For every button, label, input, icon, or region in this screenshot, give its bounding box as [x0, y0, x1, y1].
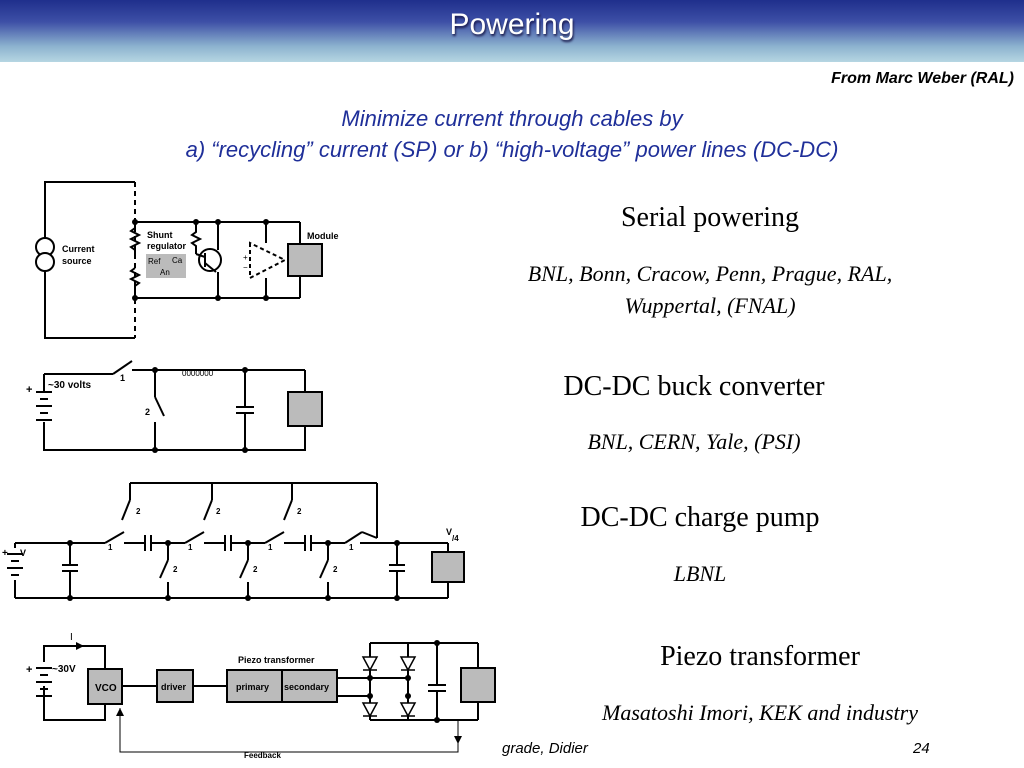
charge-pump-groups: LBNL	[673, 561, 727, 586]
serial-powering-diagram	[35, 181, 301, 339]
credit-text: From Marc Weber (RAL)	[831, 70, 1014, 87]
primary-label: primary	[236, 682, 269, 692]
buck-plus-label: +	[26, 384, 32, 396]
piezo-transformer-components: + ~30V I VCO driver Piezo transformer pr…	[26, 632, 496, 760]
footer-text: grade, Didier	[502, 740, 588, 757]
svg-text:1: 1	[188, 543, 193, 552]
driver-label: driver	[161, 682, 187, 692]
secondary-block	[281, 669, 338, 703]
secondary-label: secondary	[284, 682, 329, 692]
feedback-label: Feedback	[244, 751, 281, 760]
svg-text:1: 1	[268, 543, 273, 552]
ca-label: Ca	[172, 256, 183, 265]
vco-block	[87, 668, 123, 705]
inductor-symbol: 0000000	[182, 369, 214, 378]
piezo-plus-label: +	[26, 664, 32, 676]
buck-converter-title: DC-DC buck converter	[563, 371, 825, 402]
vco-label: VCO	[95, 683, 117, 694]
charge-pump-diagram	[7, 482, 449, 599]
page-number: 24	[913, 740, 930, 757]
svg-text:2: 2	[173, 565, 178, 574]
svg-text:1: 1	[349, 543, 354, 552]
piezo-module-block	[460, 667, 496, 703]
piezo-transformer-groups: Masatoshi Imori, KEK and industry	[602, 700, 918, 725]
serial-powering-title: Serial powering	[620, 202, 800, 233]
serial-powering-components: Current source Shunt regulator Ref Ca An…	[62, 219, 339, 301]
pump-vout-sub-label: /4	[452, 534, 459, 543]
svg-text:2: 2	[297, 507, 302, 516]
ref-label: Ref	[148, 257, 161, 266]
serial-powering-groups-line-2: Wuppertal, (FNAL)	[624, 293, 796, 318]
pump-vin-label: V	[20, 548, 26, 558]
current-label: I	[70, 632, 73, 643]
buck-converter-groups: BNL, CERN, Yale, (PSI)	[587, 429, 801, 454]
piezo-transformer-diagram	[36, 642, 479, 753]
svg-text:+: +	[243, 253, 248, 262]
shunt-label: Shunt	[147, 230, 173, 240]
charge-pump-title: DC-DC charge pump	[580, 502, 820, 533]
title-bar	[0, 0, 1024, 62]
current-source-label: Current	[62, 244, 95, 254]
slide-title: Powering	[449, 8, 575, 41]
svg-text:2: 2	[136, 507, 141, 516]
subtitle-line-1: Minimize current through cables by	[341, 106, 683, 131]
svg-text:2: 2	[216, 507, 221, 516]
piezo-voltage-label: ~30V	[52, 664, 76, 675]
an-label: An	[160, 268, 170, 277]
charge-pump-components: + V V /4 2 2 2 1 1 1 1 2 2 2	[2, 507, 465, 601]
svg-text:1: 1	[108, 543, 113, 552]
current-source-label-2: source	[62, 256, 92, 266]
driver-block	[156, 669, 194, 703]
svg-text:2: 2	[253, 565, 258, 574]
buck-switch-1-label: 1	[120, 373, 125, 383]
buck-converter-diagram	[36, 360, 306, 451]
pump-vout-label: V	[446, 527, 452, 537]
subtitle-line-2: a) “recycling” current (SP) or b) “high-…	[185, 137, 839, 162]
serial-powering-groups-line-1: BNL, Bonn, Cracow, Penn, Prague, RAL,	[527, 261, 893, 286]
piezo-transformer-label: Piezo transformer	[238, 655, 315, 665]
buck-converter-components: + ~30 volts 1 2 0000000	[26, 367, 323, 453]
buck-switch-2-label: 2	[145, 407, 150, 417]
piezo-transformer-title: Piezo transformer	[660, 641, 860, 672]
shunt-label-2: regulator	[147, 241, 187, 251]
svg-text:−: −	[243, 263, 248, 272]
buck-voltage-label: ~30 volts	[48, 380, 92, 391]
module-label: Module	[307, 231, 339, 241]
pump-plus-label: +	[2, 548, 8, 559]
svg-text:2: 2	[333, 565, 338, 574]
